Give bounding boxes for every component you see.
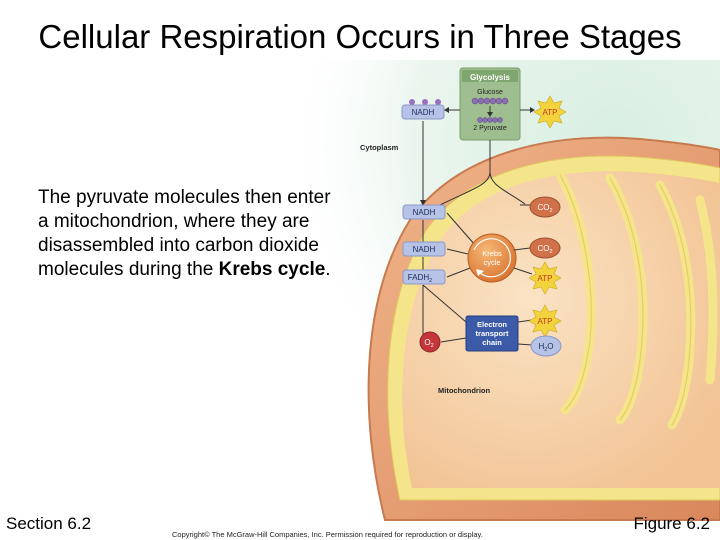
krebs-cycle: Krebs cycle xyxy=(467,233,517,283)
glucose-molecule xyxy=(471,97,509,105)
electron-transport-chain-box: Electron transport chain xyxy=(465,315,519,352)
nadh-glycolysis: NADH xyxy=(401,99,445,120)
mitochondrion-label: Mitochondrion xyxy=(438,386,490,395)
body-text-krebs-cycle: Krebs cycle xyxy=(218,259,326,280)
svg-text:O2: O2 xyxy=(424,338,433,349)
svg-text:NADH: NADH xyxy=(412,108,435,117)
svg-text:CO2: CO2 xyxy=(537,244,552,255)
glucose-label: Glucose xyxy=(477,89,503,96)
co2-oval-2: CO2 xyxy=(529,237,561,259)
h2o-oval: H2O xyxy=(530,335,562,357)
o2-circle: O2 xyxy=(419,331,441,353)
nadh-box-2: NADH xyxy=(402,241,446,257)
svg-text:NADH: NADH xyxy=(413,208,436,217)
copyright-notice: Copyright© The McGraw-Hill Companies, In… xyxy=(172,530,483,539)
figure-label: Figure 6.2 xyxy=(633,514,710,533)
svg-text:CO2: CO2 xyxy=(537,203,552,214)
svg-text:H2O: H2O xyxy=(538,342,553,353)
svg-text:Krebs: Krebs xyxy=(482,249,502,258)
pyruvate-molecules xyxy=(477,117,503,123)
nadh-box-1: NADH xyxy=(402,204,446,220)
body-text-main: The pyruvate molecules then enter a mito… xyxy=(38,187,331,280)
fadh2-box: FADH2 xyxy=(402,269,446,285)
atp-glycolysis-starburst: ATP xyxy=(533,95,567,129)
svg-text:ATP: ATP xyxy=(543,108,558,117)
svg-text:ATP: ATP xyxy=(538,274,553,283)
section-label: Section 6.2 xyxy=(6,514,92,533)
svg-text:NADH: NADH xyxy=(413,245,436,254)
svg-text:ATP: ATP xyxy=(538,317,553,326)
svg-text:Electron: Electron xyxy=(477,320,507,329)
svg-text:FADH2: FADH2 xyxy=(408,273,432,284)
slide-title: Cellular Respiration Occurs in Three Sta… xyxy=(38,18,682,55)
pyruvate-label: 2 Pyruvate xyxy=(473,125,507,132)
co2-oval-1: CO2 xyxy=(529,196,561,218)
glycolysis-label: Glycolysis xyxy=(470,73,511,82)
atp-krebs-starburst: ATP xyxy=(528,261,562,295)
body-text-period: . xyxy=(325,259,331,280)
svg-text:chain: chain xyxy=(482,338,502,347)
svg-text:transport: transport xyxy=(476,329,509,338)
slide-body-text: The pyruvate molecules then enter a mito… xyxy=(38,186,338,282)
cytoplasm-label: Cytoplasm xyxy=(360,143,399,152)
svg-text:cycle: cycle xyxy=(483,258,500,267)
